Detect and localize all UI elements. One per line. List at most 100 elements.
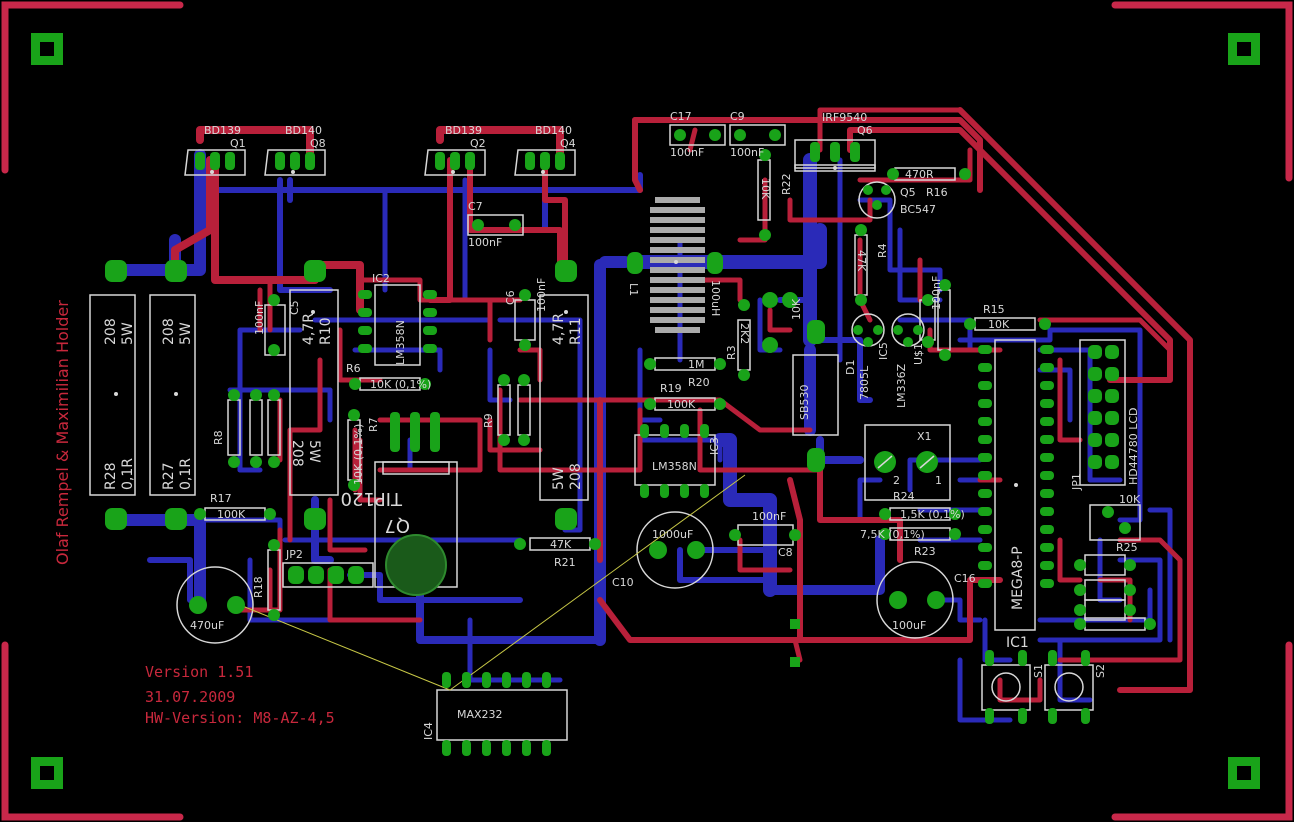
vias <box>114 166 1018 487</box>
x1-name: X1 <box>917 430 932 443</box>
r-trim-value: 10K <box>790 298 803 320</box>
ic2-type: LM358N <box>394 320 407 365</box>
r20-name: R20 <box>688 376 710 389</box>
r27-name: R27 <box>161 462 177 490</box>
c17-value: 100nF <box>670 146 704 159</box>
q6-name: Q6 <box>857 124 873 137</box>
r10-value: 4,7R <box>301 313 317 345</box>
q2-name: Q2 <box>470 137 486 150</box>
q4-type: BD140 <box>535 124 572 137</box>
ic2-name: IC2 <box>372 272 390 285</box>
r28-res: 0,1R <box>120 458 136 490</box>
r16-value: 470R <box>905 168 934 181</box>
q5-name: Q5 <box>900 186 916 199</box>
d1-type: SB530 <box>798 384 811 420</box>
lcd-label: HD44780 LCD <box>1127 407 1140 485</box>
r11-name: R11 <box>568 317 584 345</box>
q2-type: BD139 <box>445 124 482 137</box>
u1-name: U$1 <box>912 343 925 365</box>
author-text: Olaf Rempel & Maximilian Holder <box>53 300 72 565</box>
c10-value: 1000uF <box>652 528 693 541</box>
r7-value: 10K (0,1%) <box>352 424 365 485</box>
date-text: 31.07.2009 <box>145 688 235 706</box>
q1-type: BD139 <box>204 124 241 137</box>
ic5-type: 7805L <box>858 365 871 400</box>
q7-type: TIP120 <box>340 488 403 509</box>
r23-value: 7,5K (0,1%) <box>860 528 925 541</box>
r6-name: R6 <box>346 362 361 375</box>
c10-name: C10 <box>612 576 634 589</box>
r24-value: 1,5K (0,1%) <box>900 508 965 521</box>
component-pads <box>105 129 1156 756</box>
q8-type: BD140 <box>285 124 322 137</box>
jp2-name: JP2 <box>285 548 303 561</box>
ic5-name: IC5 <box>877 342 890 360</box>
c7-value: 100nF <box>468 236 502 249</box>
x1-pin1: 1 <box>935 474 942 487</box>
c16-name: C16 <box>954 572 976 585</box>
x1-pin2: 2 <box>893 474 900 487</box>
c8-value: 100nF <box>752 510 786 523</box>
l1-name: L1 <box>627 283 640 296</box>
r28-power: 5W <box>120 322 136 345</box>
d1-name: D1 <box>844 360 857 375</box>
r25-name: R25 <box>1116 541 1138 554</box>
r23-name: R23 <box>914 545 936 558</box>
r27-value: 208 <box>161 318 177 345</box>
c5-value: 100nF <box>253 301 266 335</box>
r22-value: 10K <box>759 178 772 200</box>
r9-name: R9 <box>482 413 495 428</box>
r28-name: R28 <box>103 462 119 490</box>
r3-name: R3 <box>725 345 738 360</box>
c16-value: 100uF <box>892 619 926 632</box>
jp1-name: JP1 <box>1070 473 1083 491</box>
r6-value: 10K (0,1%) <box>370 378 431 391</box>
r10-name: R10 <box>318 317 334 345</box>
l1-value: 100uH <box>709 280 722 316</box>
r8-name: R8 <box>212 430 225 445</box>
c8-name: C8 <box>778 546 793 559</box>
r18-name: R18 <box>252 576 265 598</box>
q6-type: IRF9540 <box>822 111 867 124</box>
r21-value: 47K <box>550 538 572 551</box>
r208-power: 5W <box>306 440 322 463</box>
r17-name: R17 <box>210 492 232 505</box>
component-labels: BD139 Q1 BD140 Q8 BD139 Q2 BD140 Q4 IRF9… <box>103 110 1141 740</box>
r15-name: R15 <box>983 303 1005 316</box>
r17-value: 100K <box>217 508 246 521</box>
r208b-value: 208 <box>568 463 584 490</box>
s1-name: S1 <box>1032 664 1045 678</box>
c5-name: C5 <box>288 300 301 315</box>
r4-value: 47K <box>855 250 868 272</box>
c6-value: 100nF <box>535 278 548 312</box>
mounting-holes <box>31 33 1260 789</box>
c9-name: C9 <box>730 110 745 123</box>
r19-value: 100K <box>667 398 696 411</box>
r24-name: R24 <box>893 490 915 503</box>
ic1-type: MEGA8-P <box>1010 546 1026 610</box>
s2-name: S2 <box>1094 664 1107 678</box>
ic4-type: MAX232 <box>457 708 503 721</box>
heatsink-mark <box>385 534 447 596</box>
q8-name: Q8 <box>310 137 326 150</box>
board-info: Version 1.51 31.07.2009 HW-Version: M8-A… <box>53 300 335 727</box>
terminal-screws <box>877 455 935 469</box>
r20-value: 1M <box>688 358 705 371</box>
q4-name: Q4 <box>560 137 576 150</box>
c6-name: C6 <box>504 290 517 305</box>
u1-type: LM336Z <box>895 363 908 408</box>
r19-name: R19 <box>660 382 682 395</box>
hw-version-text: HW-Version: M8-AZ-4,5 <box>145 709 335 727</box>
ic3-type: LM358N <box>652 460 697 473</box>
r21-name: R21 <box>554 556 576 569</box>
lcd-trim-value: 10K <box>1119 493 1141 506</box>
r4-name: R4 <box>876 243 889 258</box>
r11-value: 4,7R <box>551 313 567 345</box>
r208b-power: 5W <box>551 467 567 490</box>
r22-name: R22 <box>780 173 793 195</box>
c7-name: C7 <box>468 200 483 213</box>
r16-name: R16 <box>926 186 948 199</box>
c9-value: 100nF <box>730 146 764 159</box>
